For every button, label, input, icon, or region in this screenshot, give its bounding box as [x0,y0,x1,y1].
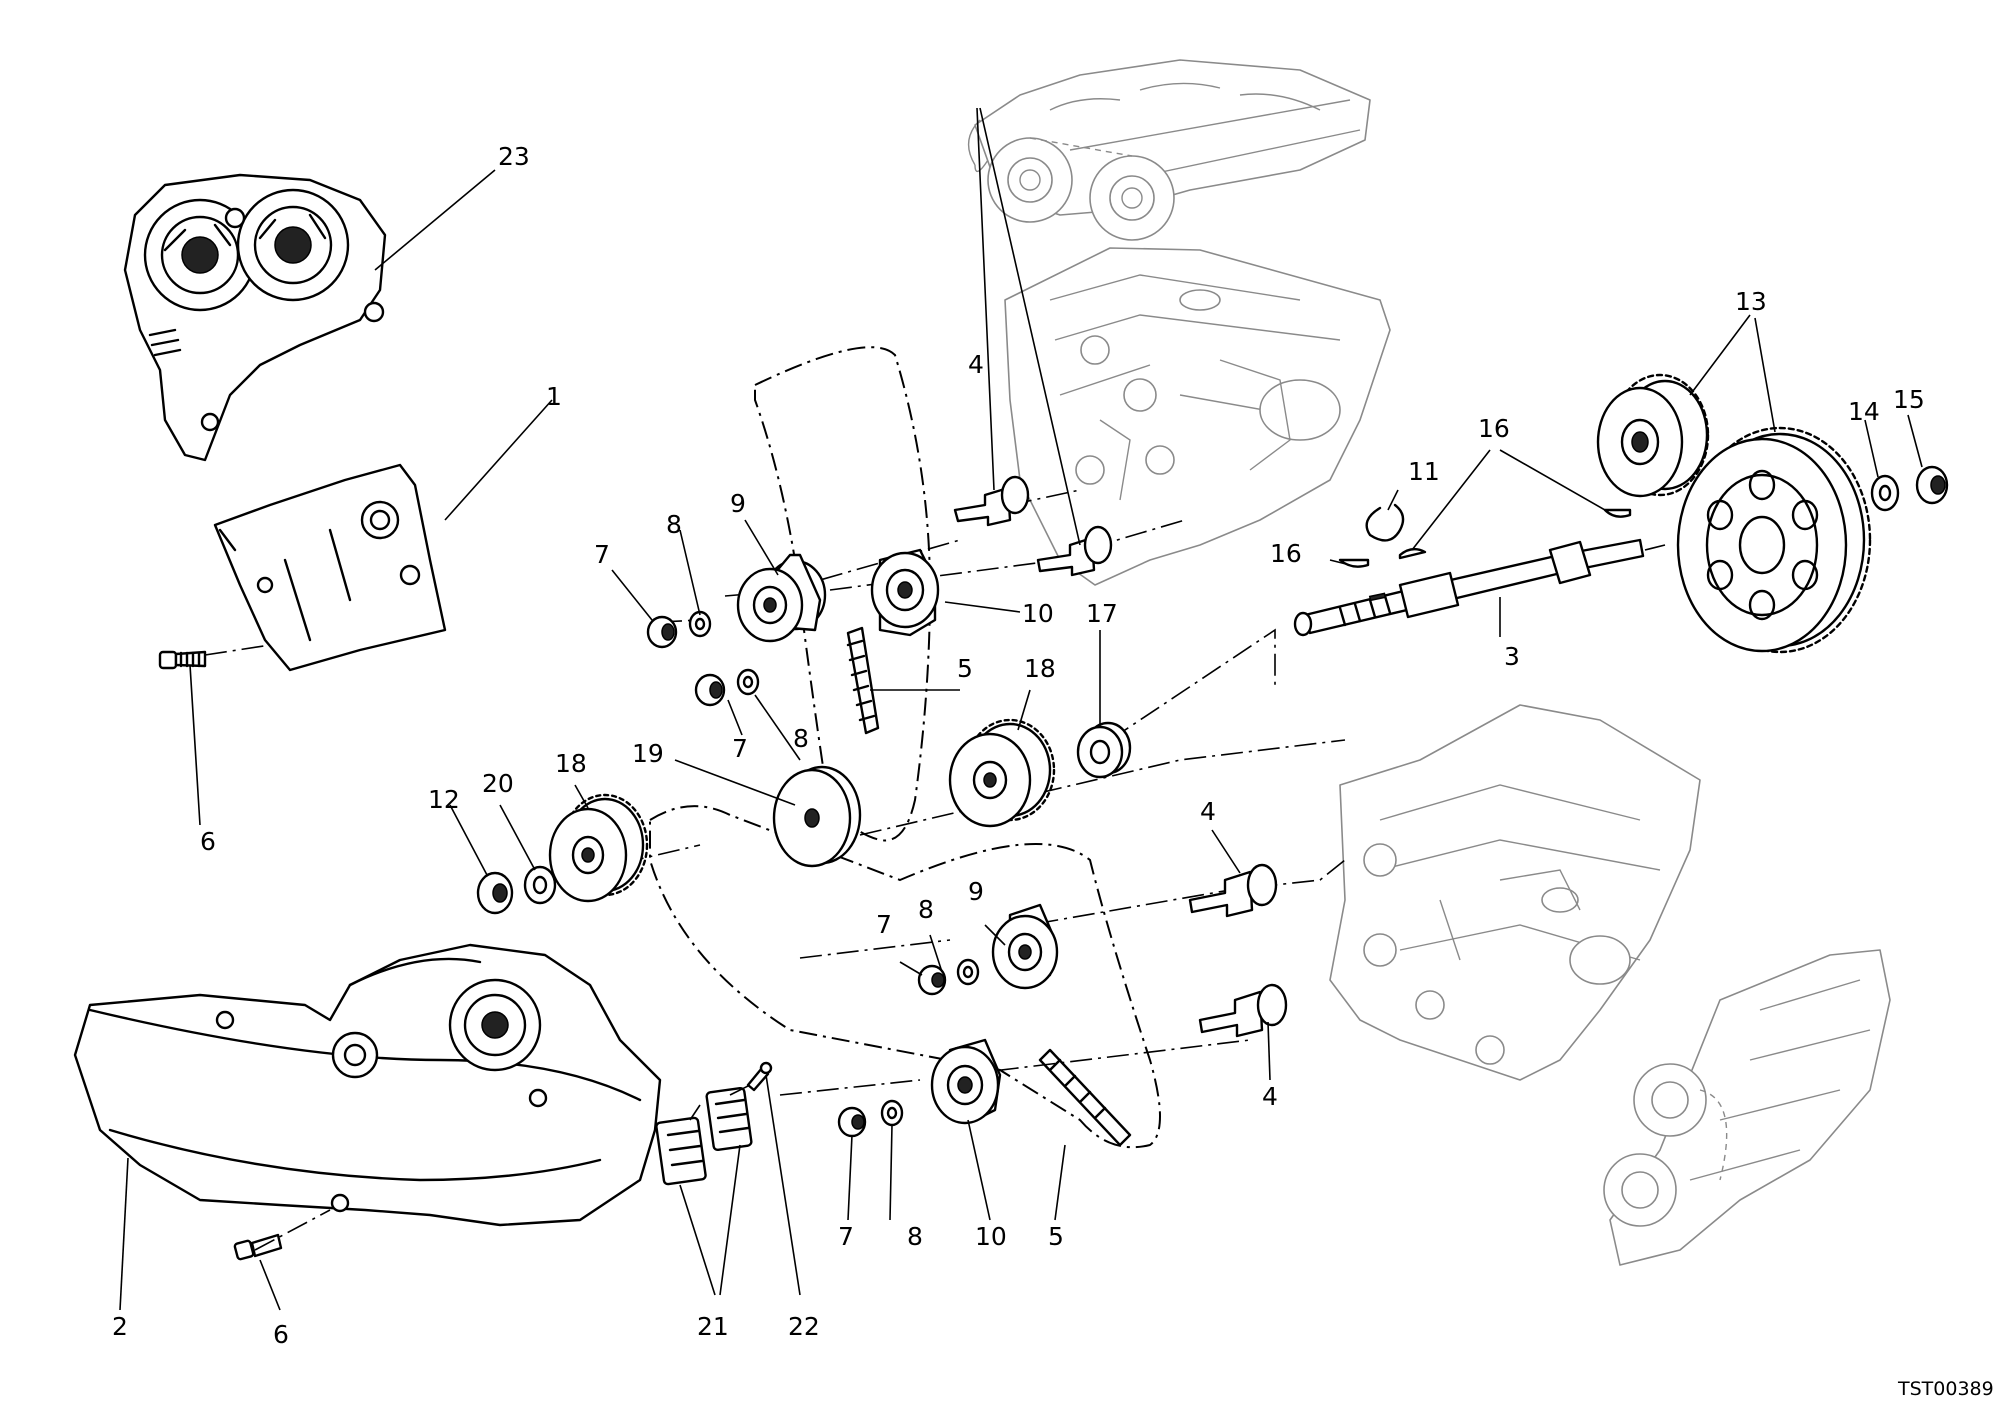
part-12-pulley-nut [476,871,514,915]
callout-leader-lines [119,107,1923,1311]
part-10-idler-roller-lower [930,1038,1002,1125]
callout-18-left: 18 [555,749,587,778]
callout-7-mid: 7 [732,734,748,763]
callout-13: 13 [1735,287,1767,316]
part-7-nut-d [837,1106,867,1138]
ghost-lower-cylinder-head [1329,704,1701,1081]
ghost-upper-camshaft-assembly [967,59,1371,241]
part-18-toothed-pulley-mid [948,718,1056,828]
callout-19: 19 [632,739,664,768]
callout-10-top: 10 [1022,599,1054,628]
callout-6-top: 6 [200,827,216,856]
part-22-cover-screw [746,1061,773,1092]
callout-7-top: 7 [594,540,610,569]
part-8-washer-c [956,958,980,986]
part-5-timing-belt-lower [649,805,1161,1149]
part-13-camshaft-gear-small [1596,373,1710,498]
callout-12: 12 [428,785,460,814]
callout-20: 20 [482,769,514,798]
callout-2: 2 [112,1312,128,1341]
part-7-nut-c [917,964,947,996]
callout-16-left: 16 [1270,539,1302,568]
part-19-pulley-flange [772,765,862,868]
part-8-washer-a [688,610,712,638]
part-10-idler-roller-upper [870,548,940,637]
ghost-top-cylinder-head [1004,247,1391,586]
callout-3: 3 [1504,642,1520,671]
part-16-woodruff-key-b [1398,547,1427,560]
callout-9-low: 9 [968,877,984,906]
callout-4-top: 4 [968,350,984,379]
part-7-nut-a [646,615,678,649]
part-7-nut-b [694,673,726,707]
part-4-tensioner-stud-b [1036,525,1113,577]
part-16-woodruff-key-a [1338,558,1370,568]
part-18-toothed-pulley-left [548,793,649,903]
ghost-lower-camshaft-assembly [1603,949,1891,1266]
callout-8-mid: 8 [793,724,809,753]
part-20-pulley-washer [523,865,557,905]
callout-18-mid: 18 [1024,654,1056,683]
part-9-tensioner-roller-upper [736,553,827,643]
callout-9-top: 9 [730,489,746,518]
callout-8-top: 8 [666,510,682,539]
part-17-seal-ring [1076,721,1132,779]
part-4-tensioner-stud-c [1188,863,1278,918]
part-4-tensioner-stud-d [1198,983,1288,1038]
callout-4-low: 4 [1262,1082,1278,1111]
part-16-woodruff-key-c [1603,508,1632,518]
callout-8-bottom: 8 [907,1222,923,1251]
part-4-tensioner-stud-a [953,475,1030,527]
callout-23: 23 [498,142,530,171]
callout-15: 15 [1893,385,1925,414]
callout-4-right: 4 [1200,797,1216,826]
part-8-washer-d [880,1099,904,1127]
callout-21: 21 [697,1312,729,1341]
callout-10-bottom: 10 [975,1222,1007,1251]
callout-1: 1 [546,382,562,411]
callout-17: 17 [1086,599,1118,628]
callout-11: 11 [1408,457,1440,486]
drawing-code: TST00389 [1897,1378,1994,1400]
part-11-circlip [1365,503,1405,542]
callout-5-bottom: 5 [1048,1222,1064,1251]
callout-labels: 23 1 6 4 9 8 7 10 5 7 8 18 17 19 12 20 1… [112,142,1994,1400]
part-5-timing-belt-upper [754,346,932,842]
part-21-cover-grommets [655,1086,753,1186]
callout-22: 22 [788,1312,820,1341]
callout-16-top: 16 [1478,414,1510,443]
part-23-upper-belt-cover [123,173,387,462]
callout-6-bottom: 6 [273,1320,289,1349]
callout-14: 14 [1848,397,1880,426]
callout-7-bottom: 7 [838,1222,854,1251]
part-2-lower-belt-cover [73,943,662,1227]
part-8-washer-b [736,668,760,696]
part-6-screw-lower [233,1233,283,1261]
part-6-screw-upper [158,650,207,670]
part-1-inner-cover-plate [213,463,447,672]
part-14-gear-washer [1870,474,1900,512]
callout-7-low: 7 [876,910,892,939]
callout-5-top: 5 [957,654,973,683]
callout-8-low: 8 [918,895,934,924]
part-13-camshaft-gear-large [1676,426,1872,654]
part-9-tensioner-roller-lower [991,903,1059,990]
part-15-gear-nut [1915,465,1949,505]
part-3-camshaft [1293,538,1645,637]
